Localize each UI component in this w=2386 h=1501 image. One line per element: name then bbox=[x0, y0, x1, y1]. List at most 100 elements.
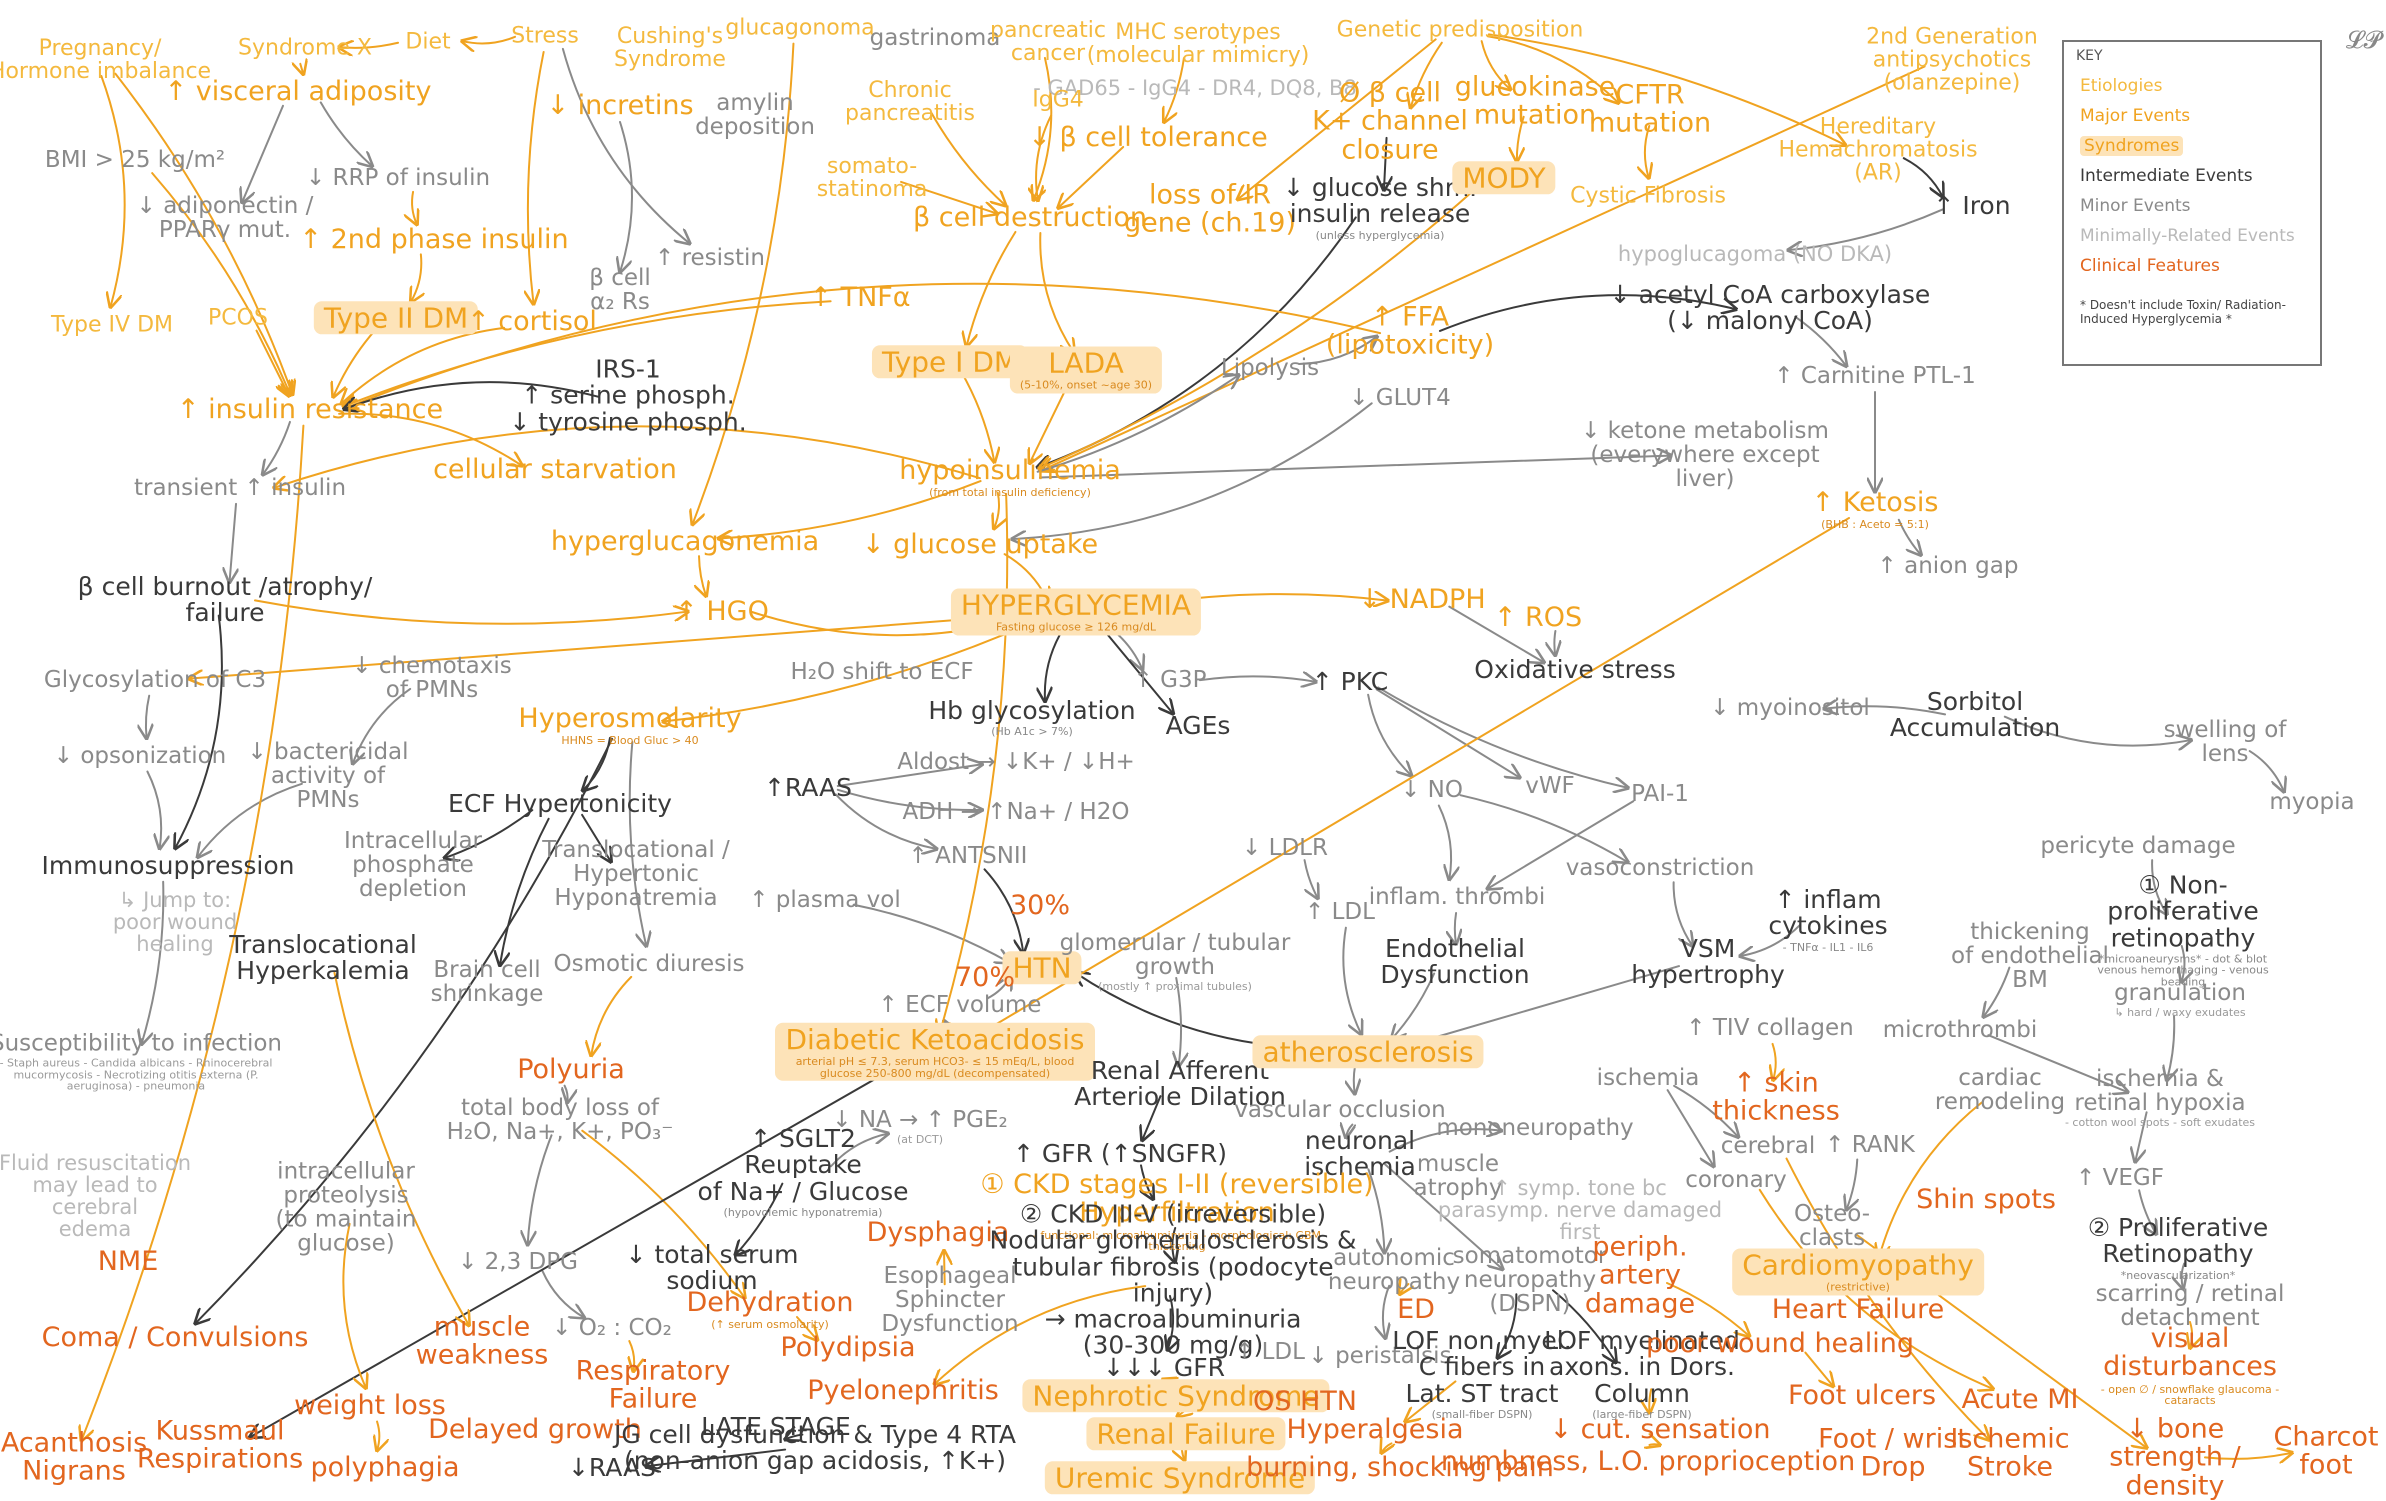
node-opsonization: ↓ opsonization bbox=[54, 744, 227, 768]
arrow-glucshm-to-hypoins bbox=[1037, 217, 1355, 467]
node-label: JG cell dysfunction & Type 4 RTA (non-an… bbox=[614, 1420, 1016, 1475]
node-transloc-na: Translocational / Hypertonic Hyponatremi… bbox=[542, 838, 730, 910]
node-label: ① Non-proliferative retinopathy bbox=[2107, 870, 2259, 952]
node-label: vascular occlusion bbox=[1234, 1097, 1446, 1123]
node-osmdiur: Osmotic diuresis bbox=[554, 952, 745, 976]
node-diet: Diet bbox=[405, 30, 450, 53]
node-label: glomerular / tubular growth bbox=[1060, 930, 1291, 980]
node-incretins: ↓ incretins bbox=[546, 92, 693, 120]
node-label: VSM hypertrophy bbox=[1631, 934, 1785, 989]
node-label: Shin spots bbox=[1916, 1184, 2056, 1215]
node-skinthick: ↑ skin thickness bbox=[1712, 1070, 1840, 1127]
node-glut4: ↓ GLUT4 bbox=[1349, 386, 1451, 410]
node-label: ↳ Jump to: poor wound healing bbox=[113, 888, 237, 956]
arrow-pcos-to-insres bbox=[256, 331, 289, 396]
node-label: somato- statinoma bbox=[817, 154, 928, 202]
node-vascocc: vascular occlusion bbox=[1234, 1098, 1446, 1122]
node-label: ↓ glucose uptake bbox=[862, 529, 1098, 560]
node-ischemiaretinal: ischemia & retinal hypoxia- cotton wool … bbox=[2065, 1067, 2255, 1129]
arrow-ldl-to-athero bbox=[1343, 928, 1361, 1035]
node-hemochrom: Hereditary Hemachromatosis (AR) bbox=[1778, 115, 1977, 184]
node-bcelldes: β cell destruction bbox=[913, 204, 1147, 232]
node-lossir: loss of IR gene (ch.19) bbox=[1124, 182, 1296, 239]
node-hyperglucagon: hyperglucagonemia bbox=[551, 528, 819, 556]
node-gfr: ↑ GFR (↑SNGFR) bbox=[1013, 1141, 1227, 1167]
arrow-visceral-to-adipo bbox=[242, 106, 283, 203]
node-pkc: ↑ PKC bbox=[1312, 669, 1388, 695]
node-granulation: granulation↳ hard / waxy exudates bbox=[2114, 981, 2246, 1019]
node-bcelltol: ↓ β cell tolerance bbox=[1028, 124, 1268, 152]
node-sorbitol: Sorbitol Accumulation bbox=[1890, 689, 2060, 742]
node-inflcyto: ↑ inflam cytokines- TNFα - IL1 - IL6 bbox=[1768, 887, 1887, 953]
node-sublabel: (unless hyperglycemia) bbox=[1283, 229, 1477, 241]
node-label: Acanthosis Nigrans bbox=[1, 1428, 147, 1487]
node-ffa: ↑ FFA (lipotoxicity) bbox=[1326, 304, 1494, 361]
node-label: Cystic Fibrosis bbox=[1570, 183, 1726, 208]
node-label: ↓ bactericidal activity of PMNs bbox=[247, 739, 408, 813]
node-label: 30% bbox=[1010, 890, 1070, 921]
node-renalfail: Renal Failure bbox=[1086, 1417, 1285, 1450]
node-label: Hb glycosylation bbox=[928, 696, 1135, 725]
node-vsm: VSM hypertrophy bbox=[1631, 936, 1785, 989]
node-label: ② CKD III-V (irreversible) Nodular glome… bbox=[990, 1199, 1357, 1359]
node-resistin: ↑ resistin bbox=[655, 246, 765, 270]
node-athero: atherosclerosis bbox=[1252, 1035, 1483, 1068]
node-hypoins: hypoinsulinemia(from total insulin defic… bbox=[899, 457, 1121, 499]
node-label: ↓↓↓ GFR bbox=[1103, 1353, 1225, 1382]
node-label: ↑ Iron bbox=[1933, 191, 2010, 220]
node-label: ↓ cut. sensation bbox=[1549, 1414, 1770, 1445]
arrow-t1dm-to-hypoins bbox=[964, 376, 995, 462]
node-label: AGEs bbox=[1166, 711, 1231, 740]
node-acanthosis: Acanthosis Nigrans bbox=[1, 1430, 147, 1487]
node-sublabel: (Hb A1c > 7%) bbox=[928, 726, 1135, 738]
node-autoneuro: autonomic neuropathy bbox=[1328, 1246, 1460, 1294]
arrow-syndromex-to-visceral bbox=[300, 64, 303, 74]
node-label: glucagonoma bbox=[725, 15, 874, 40]
node-label: Kussmaul Respirations bbox=[137, 1416, 303, 1475]
node-label: OS HTN bbox=[1253, 1386, 1357, 1417]
node-label: PAI-1 bbox=[1631, 781, 1689, 807]
node-label: MHC serotypes (molecular mimicry) bbox=[1087, 20, 1310, 68]
node-sublabel: - TNFα - IL1 - IL6 bbox=[1768, 941, 1887, 953]
node-label: ↓ 2,3 DPG bbox=[458, 1249, 578, 1275]
node-label: vasoconstriction bbox=[1566, 855, 1755, 881]
node-label: ischemia & retinal hypoxia bbox=[2074, 1066, 2245, 1116]
node-mhc: MHC serotypes (molecular mimicry) bbox=[1087, 21, 1310, 67]
node-label: ↑ LDL bbox=[1235, 1339, 1305, 1365]
node-sublabel: (5-10%, onset ~age 30) bbox=[1020, 380, 1152, 392]
node-adh: ADH → ↑Na+ / H2O bbox=[903, 800, 1130, 824]
node-label: Coma / Convulsions bbox=[42, 1322, 309, 1353]
node-label: β cell destruction bbox=[913, 202, 1147, 233]
node-label: Dysphagia bbox=[867, 1217, 1010, 1248]
arrow-no-to-inflthrombi bbox=[1439, 806, 1451, 880]
node-label: HYPERGLYCEMIA bbox=[961, 589, 1191, 622]
node-ed: ED bbox=[1397, 1296, 1435, 1324]
arrow-weightloss-to-polyphagia bbox=[377, 1422, 379, 1451]
node-label: ↑ insulin resistance bbox=[177, 394, 443, 425]
node-ckd35: ② CKD III-V (irreversible) Nodular glome… bbox=[990, 1201, 1357, 1359]
node-raasdown: ↓RAAS bbox=[568, 1455, 656, 1481]
node-label: Immunosuppression bbox=[42, 851, 295, 880]
node-bactericidal: ↓ bactericidal activity of PMNs bbox=[247, 740, 408, 812]
node-dpg: ↓ 2,3 DPG bbox=[458, 1250, 578, 1274]
node-label: ↓ acetyl CoA carboxylase (↓ malonyl CoA) bbox=[1610, 280, 1931, 335]
node-label: ↓ opsonization bbox=[54, 743, 227, 769]
node-oxstress: Oxidative stress bbox=[1474, 657, 1675, 683]
node-label: Hyperosmolarity bbox=[518, 703, 741, 734]
node-glyc3: Glycosylation of C3 bbox=[44, 668, 266, 692]
arrow-glyc3-to-opsonization bbox=[146, 696, 149, 739]
node-visdist: visual disturbances- open ∅ / snowflake … bbox=[2092, 1325, 2288, 1407]
arrow-stress-to-cortisol bbox=[528, 52, 544, 304]
node-chemotaxis: ↓ chemotaxis of PMNs bbox=[352, 654, 512, 702]
node-bonedens: ↓ bone strength / density bbox=[2070, 1415, 2281, 1500]
node-label: polyphagia bbox=[310, 1452, 459, 1483]
arrow-g3p-to-pkc bbox=[1200, 676, 1316, 681]
node-fluidresus: Fluid resuscitation may lead to cerebral… bbox=[0, 1152, 191, 1240]
node-respfail: Respiratory Failure bbox=[576, 1358, 731, 1415]
node-label: Chronic pancreatitis bbox=[845, 78, 975, 126]
node-label: periph. artery damage bbox=[1585, 1231, 1695, 1319]
arrow-cortisol-to-insres bbox=[342, 328, 505, 403]
node-sublabel: (at DCT) bbox=[832, 1134, 1007, 1146]
